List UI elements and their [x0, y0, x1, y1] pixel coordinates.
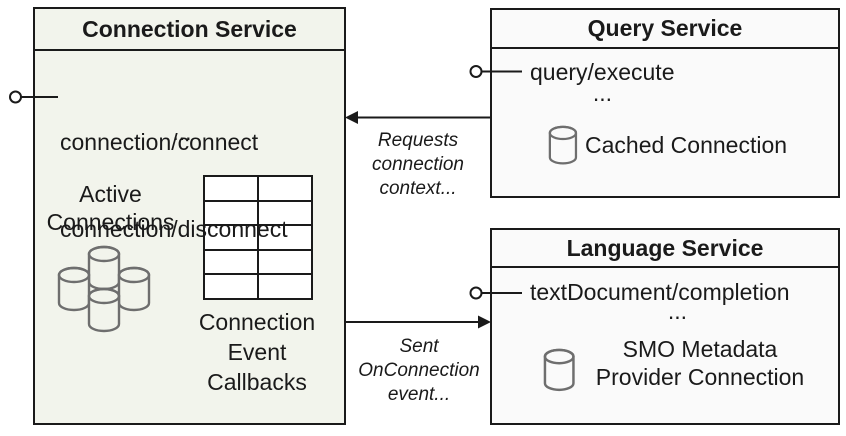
more-methods-ellipsis: ...: [172, 119, 192, 145]
language-service-box: Language Service: [490, 228, 840, 425]
more-methods-ellipsis: ...: [667, 298, 688, 324]
method-label: connection/connect: [60, 129, 259, 155]
table-cell: [205, 275, 257, 298]
table-cell: [205, 250, 257, 274]
callback-table-grid: [203, 175, 313, 300]
cached-connection-label: Cached Connection: [585, 132, 788, 158]
table-cell: [205, 226, 257, 249]
language-service-title: Language Service: [492, 230, 838, 268]
requests-connection-context-label: Requests connection context...: [372, 130, 464, 199]
sent-onconnection-event-label: Sent OnConnection event...: [358, 336, 480, 405]
table-cell: [259, 201, 311, 225]
table-cell: [259, 275, 311, 298]
language-service-method: textDocument/completion: [530, 279, 790, 305]
active-connections-label: Active Connections: [46, 181, 175, 235]
table-cell: [259, 177, 311, 200]
table-cell: [259, 226, 311, 249]
more-methods-ellipsis: ...: [592, 80, 613, 106]
query-service-title: Query Service: [492, 10, 838, 49]
connection-service-methods: connection/connect connection/disconnect: [60, 70, 288, 302]
table-cell: [205, 201, 257, 225]
query-service-box: Query Service: [490, 8, 840, 198]
sent-onconnection-arrow: [346, 315, 491, 329]
smo-metadata-provider-label: SMO Metadata Provider Connection: [595, 336, 805, 390]
method-label: connection/disconnect: [60, 216, 288, 242]
connection-event-callbacks-label: Connection Event Callbacks: [198, 309, 316, 395]
query-service-method: query/execute: [530, 59, 675, 85]
requests-connection-arrow: [345, 111, 490, 124]
table-cell: [205, 177, 257, 200]
table-cell: [259, 250, 311, 274]
connection-service-title: Connection Service: [35, 9, 344, 51]
